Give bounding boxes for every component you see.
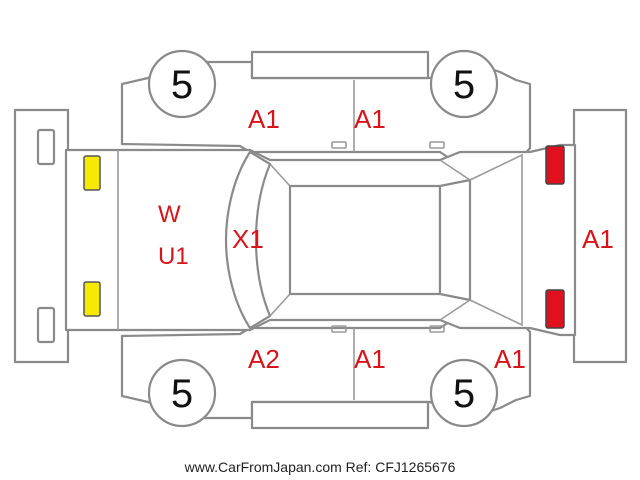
tire-rear-right: 5 xyxy=(429,358,499,428)
headlight-left xyxy=(83,155,101,191)
code-rear-left-door: A1 xyxy=(354,104,386,134)
footer-reference: www.CarFromJapan.com Ref: CFJ1265676 xyxy=(184,459,456,475)
tire-front-right-value: 5 xyxy=(171,372,193,416)
code-hood-line1: W xyxy=(158,201,181,228)
tire-front-left-value: 5 xyxy=(171,63,193,107)
front-bumper xyxy=(13,108,70,364)
taillight-right xyxy=(545,289,565,329)
code-hood-line2: U1 xyxy=(158,243,189,270)
code-windshield: X1 xyxy=(232,224,264,254)
taillight-left xyxy=(545,145,565,185)
code-front-right-door: A2 xyxy=(248,344,280,374)
tire-rear-left: 5 xyxy=(429,49,499,119)
code-rear-right-door: A1 xyxy=(354,344,386,374)
code-rear-right-quarter: A1 xyxy=(494,344,526,374)
tire-front-right: 5 xyxy=(147,358,217,428)
car-body xyxy=(64,143,577,337)
tire-front-left: 5 xyxy=(147,49,217,119)
code-front-left-door: A1 xyxy=(248,104,280,134)
tire-rear-right-value: 5 xyxy=(453,372,475,416)
headlight-right xyxy=(83,281,101,317)
code-rear-bumper: A1 xyxy=(582,224,614,254)
tire-rear-left-value: 5 xyxy=(453,63,475,107)
